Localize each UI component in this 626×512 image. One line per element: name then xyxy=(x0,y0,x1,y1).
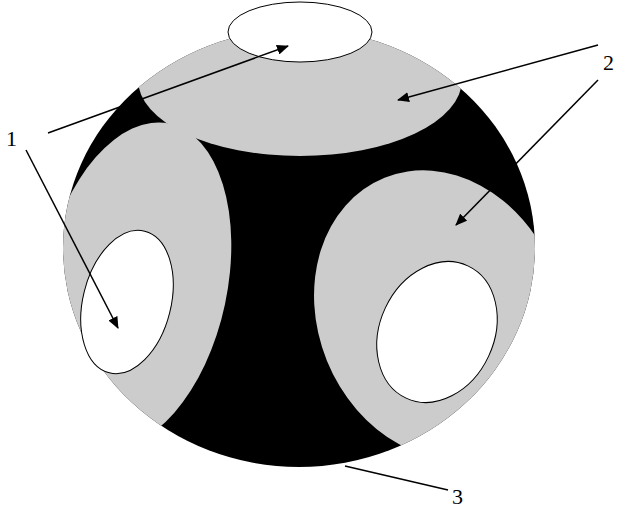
white-circle xyxy=(354,242,519,422)
callout-number: 2 xyxy=(603,52,614,74)
leader-line xyxy=(398,45,598,100)
leader-line xyxy=(48,46,288,133)
white-circle xyxy=(67,221,188,384)
callout-number: 1 xyxy=(6,128,17,150)
leader-line xyxy=(456,80,598,225)
gray-band xyxy=(271,132,608,498)
gray-band xyxy=(11,104,260,465)
leader-line xyxy=(345,466,448,490)
white-circle xyxy=(228,2,372,62)
callout-number: 3 xyxy=(452,486,463,508)
leader-line xyxy=(26,150,118,328)
